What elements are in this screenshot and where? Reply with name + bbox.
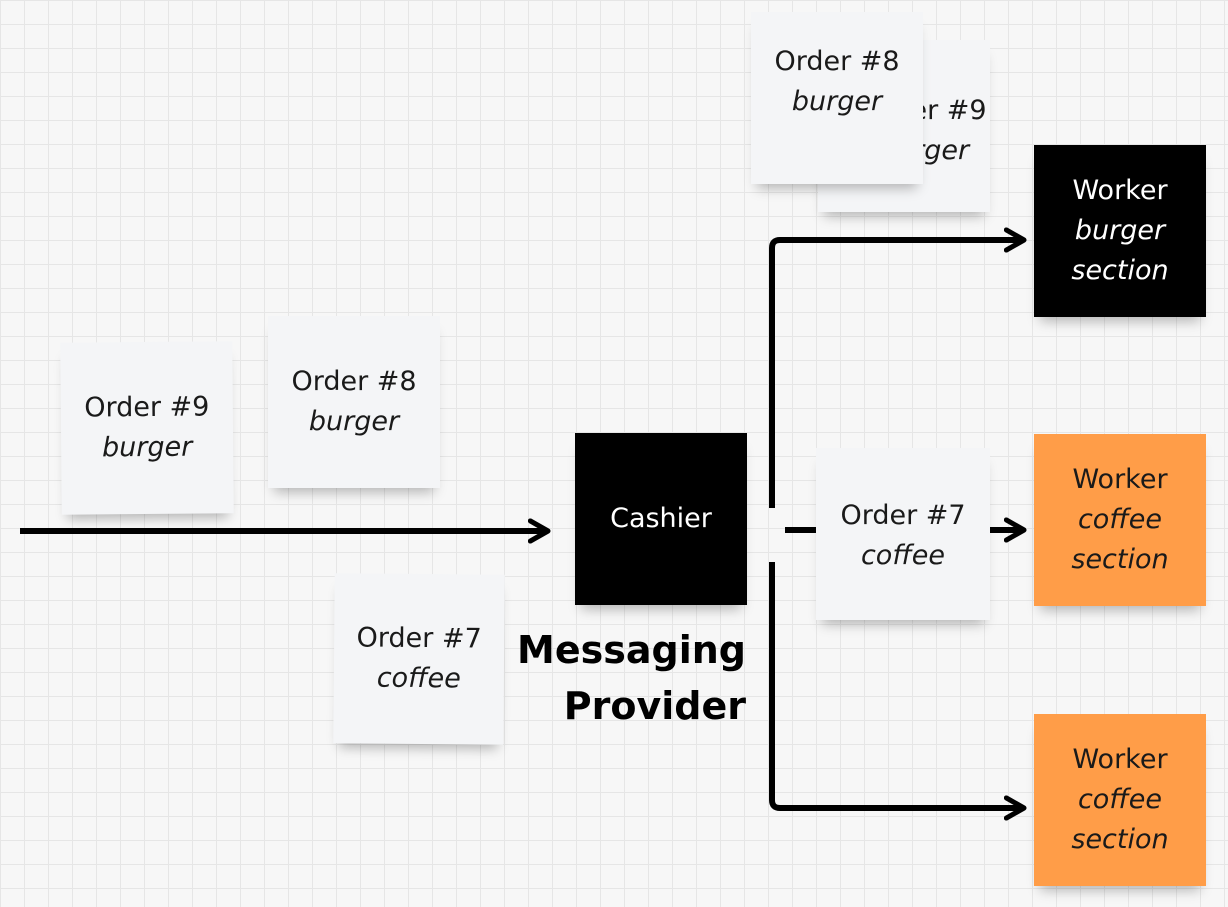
worker-label: Worker: [1072, 464, 1168, 495]
worker-section-name: coffee: [1077, 784, 1163, 815]
order-number: Order #7: [840, 500, 966, 531]
title-line-2: Provider: [563, 684, 746, 728]
cashier-note[interactable]: Cashier: [575, 433, 747, 605]
worker-section-word: section: [1071, 255, 1169, 286]
worker-label: Worker: [1072, 175, 1168, 206]
worker-burger-section[interactable]: Worker burger section: [1034, 145, 1206, 317]
queued-order-8[interactable]: Order #8 burger: [751, 12, 923, 184]
branch-burger: [769, 227, 1027, 508]
order-note-8[interactable]: Order #8 burger: [268, 316, 440, 488]
cashier-label: Cashier: [610, 503, 712, 534]
order-item: burger: [308, 406, 400, 437]
messaging-provider-title: Messaging Provider: [490, 622, 746, 734]
order-note-7[interactable]: Order #7 coffee: [333, 573, 505, 745]
branch-coffee-2: [769, 562, 1027, 821]
worker-label: Worker: [1072, 744, 1168, 775]
worker-section-name: burger: [1074, 215, 1166, 246]
order-item: coffee: [860, 540, 946, 571]
worker-section-name: coffee: [1077, 504, 1163, 535]
order-number: Order #7: [356, 622, 482, 655]
queued-order-7[interactable]: Order #7 coffee: [816, 448, 990, 620]
worker-section-word: section: [1071, 824, 1169, 855]
order-note-9[interactable]: Order #9 burger: [60, 341, 234, 515]
order-item: burger: [101, 431, 193, 464]
order-number: Order #9: [84, 391, 210, 424]
worker-section-word: section: [1071, 544, 1169, 575]
order-item: coffee: [376, 662, 461, 695]
worker-coffee-section-2[interactable]: Worker coffee section: [1034, 714, 1206, 886]
order-item: burger: [791, 86, 883, 117]
order-number: Order #8: [291, 366, 417, 397]
worker-coffee-section-1[interactable]: Worker coffee section: [1034, 434, 1206, 606]
title-line-1: Messaging: [517, 628, 746, 672]
order-number: Order #8: [774, 46, 900, 77]
